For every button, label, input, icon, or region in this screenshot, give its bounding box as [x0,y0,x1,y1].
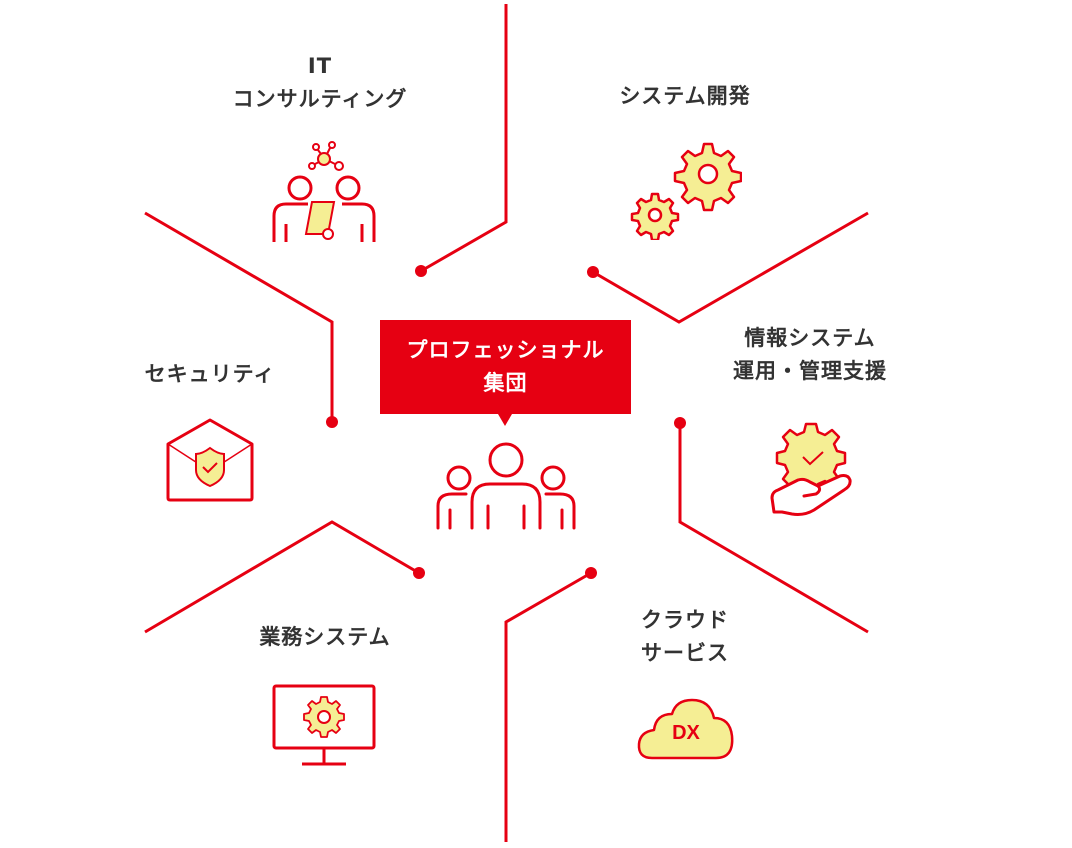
label-line: IT [307,54,333,78]
label-line: コンサルティング [232,87,408,111]
cloud-shape [637,698,734,760]
label-line: セキュリティ [144,362,276,386]
connector-dot [585,567,597,579]
label-line: 情報システム [744,326,876,350]
connector-security [144,211,334,422]
label-line: 運用・管理支援 [733,359,887,383]
service-label-cloud-services: クラウド サービス [600,604,770,670]
cloud-dx-icon: DX [636,696,736,762]
gears-icon [630,142,742,240]
group-of-people-icon [436,442,576,530]
connector-it-operations [678,423,869,634]
label-line: クラウド [641,608,729,632]
label-line: システム開発 [619,84,751,108]
connector-dot [587,266,599,278]
connector-it-consulting [420,4,508,273]
service-label-system-development: システム開発 [585,80,785,113]
connector-business-systems [144,520,420,634]
hand-gear-check-icon [770,422,852,516]
connector-cloud [504,571,592,842]
connector-dot [413,567,425,579]
service-label-it-operations-support: 情報システム 運用・管理支援 [700,322,920,388]
connector-system-development [592,211,869,324]
center-title-line1: プロフェッショナル [406,338,605,362]
service-label-security: セキュリティ [130,358,290,391]
cloud-dx-text: DX [672,722,700,744]
label-line: サービス [641,641,729,665]
label-line: 業務システム [259,625,391,649]
monitor-gear-icon [272,684,376,766]
service-label-business-systems: 業務システム [225,621,425,654]
service-label-it-consulting: IT コンサルティング [210,50,430,116]
center-callout: プロフェッショナル 集団 [380,320,631,426]
connector-dot [674,417,686,429]
consulting-people-network-icon [272,141,376,242]
connector-dot [326,416,338,428]
center-title-line2: 集団 [483,371,528,395]
envelope-shield-icon [166,418,254,502]
connector-dot [415,265,427,277]
